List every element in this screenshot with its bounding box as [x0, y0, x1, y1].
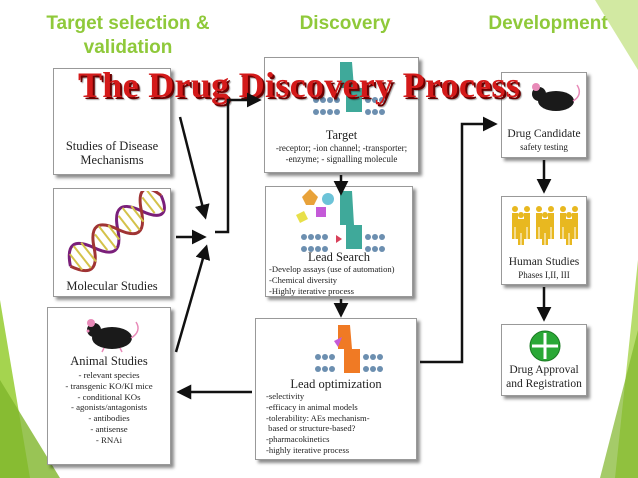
dna-helix-icon [67, 191, 166, 272]
optimized-receptor-icon [315, 325, 383, 373]
lead-search-item: -Develop assays (use of automation) [269, 264, 395, 274]
human-studies-title: Human Studies [508, 256, 580, 268]
arrow-merge-to-target [215, 92, 262, 234]
target-title: Target [325, 128, 358, 142]
drug-candidate-subtitle: safety testing [520, 142, 568, 152]
receptor-membrane-icon [313, 62, 385, 115]
phase-heading-development: Development [488, 13, 608, 34]
compound-library-icon [296, 189, 385, 252]
lead-optimization-box: Lead optimization -selectivity -efficacy… [255, 318, 417, 460]
phase-heading-discovery: Discovery [299, 13, 391, 34]
human-studies-subtitle: Phases I,II, III [518, 270, 570, 280]
animal-studies-item: - transgenic KO/KI mice [65, 380, 153, 391]
animal-studies-title: Animal Studies [70, 354, 148, 368]
drug-approval-title: Drug Approval and Registration [506, 364, 582, 390]
lead-optimization-item: -selectivity [266, 391, 305, 401]
arrow-animal-to-merge [174, 244, 211, 353]
lead-optimization-item: -pharmacokinetics [266, 434, 330, 445]
target-box: Target -receptor; -ion channel; -transpo… [264, 57, 419, 173]
lead-optimization-title: Lead optimization [290, 377, 382, 391]
disease-mechanisms-box: Studies of Disease Mechanisms [53, 68, 171, 175]
drug-candidate-box: Drug Candidate safety testing [501, 72, 587, 158]
animal-studies-item: - RNAi [95, 434, 123, 445]
disease-mechanisms-label: Studies of Disease Mechanisms [65, 139, 159, 167]
animal-studies-item: - conditional KOs [77, 391, 141, 402]
arrow-lead-opt-to-candidate [420, 116, 498, 364]
target-types-line: -enzyme; - signalling molecule [285, 154, 398, 164]
molecular-studies-label: Molecular Studies [66, 279, 158, 293]
lead-search-item: -Highly iterative process [269, 285, 354, 296]
lead-optimization-item: based or structure-based? [266, 423, 356, 434]
phase-heading-target-selection: Target selection & validation [46, 13, 210, 58]
drug-candidate-title: Drug Candidate [507, 128, 581, 140]
molecular-studies-box: Molecular Studies [53, 188, 171, 297]
arrow-disease-to-merge [178, 116, 210, 220]
human-studies-box: Human Studies Phases I,II, III [501, 196, 587, 285]
green-cross-icon [529, 330, 561, 362]
lead-optimization-item: -highly iterative process [266, 444, 350, 455]
lead-search-item: -Chemical diversity [269, 274, 338, 285]
lead-optimization-item: -tolerability: AEs mechanism- [266, 412, 370, 423]
drug-approval-box: Drug Approval and Registration [501, 324, 587, 396]
animal-studies-item: - antisense [90, 423, 128, 434]
slide-title: The Drug Discovery Process [78, 65, 521, 105]
human-figures-icon [512, 206, 578, 245]
animal-studies-item: - agonists/antagonists [71, 402, 147, 413]
animal-studies-item: - antibodies [88, 413, 130, 424]
mouse-icon [86, 319, 139, 353]
animal-studies-item: - relevant species [78, 370, 140, 380]
mouse-icon [532, 83, 581, 111]
animal-studies-box: Animal Studies - relevant species - tran… [47, 307, 171, 465]
lead-optimization-item: -efficacy in animal models [266, 401, 358, 412]
lead-search-title: Lead Search [307, 250, 371, 264]
target-types-line: -receptor; -ion channel; -transporter; [275, 143, 408, 153]
lead-search-box: Lead Search -Develop assays (use of auto… [265, 186, 413, 297]
